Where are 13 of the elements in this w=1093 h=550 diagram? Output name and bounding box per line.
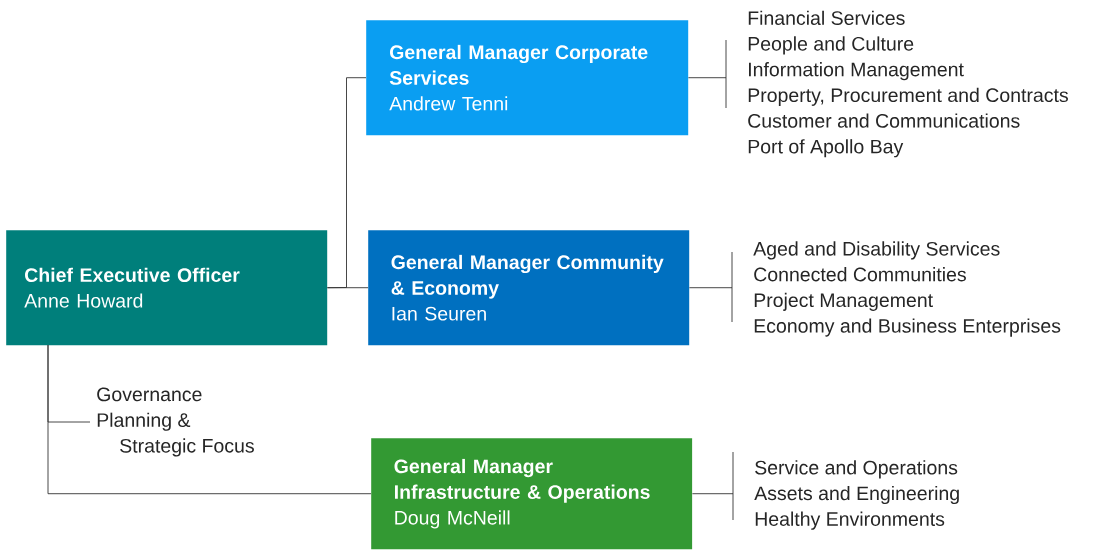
function-list: Governance Planning & Strategic Focus bbox=[97, 387, 254, 457]
connector bbox=[691, 493, 734, 495]
position-box: General Manager Corporate Services Andrew Tenni bbox=[366, 20, 689, 136]
function-list: Aged and Disability Services Connected Communities Project Management Economy and Business Enterprises bbox=[753, 241, 1061, 337]
function-list: Service and Operations Assets and Engineering Healthy Environments bbox=[754, 460, 959, 530]
connector bbox=[688, 287, 733, 289]
position-box: General Manager Infrastructure & Operations Doug McNeill bbox=[371, 438, 693, 550]
position-box: Chief Executive Officer Anne Howard bbox=[6, 230, 328, 346]
position-box: General Manager Community & Economy Ian Seuren bbox=[368, 230, 690, 346]
connector bbox=[47, 344, 91, 423]
connector bbox=[326, 287, 369, 289]
connector bbox=[687, 77, 727, 79]
function-list: Financial Services People and Culture Information Management Property, Procurement and Contracts Customer and Communications Port of Apollo Bay bbox=[748, 10, 1068, 158]
